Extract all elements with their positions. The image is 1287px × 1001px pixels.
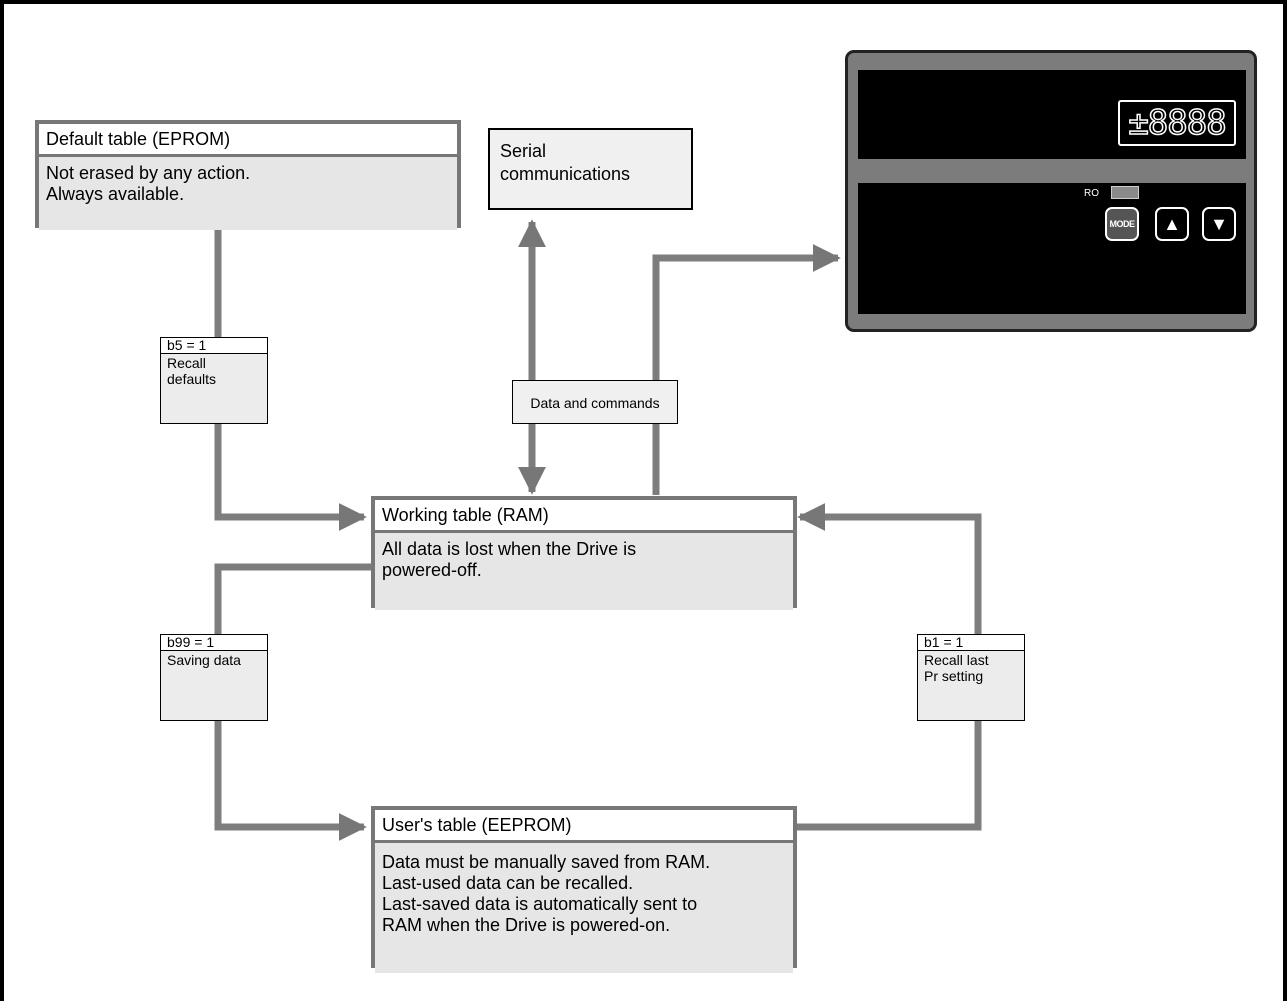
keypad-display: ±8888 RO MODE ▲ ▼ [845, 50, 1257, 332]
mode-button[interactable]: MODE [1105, 207, 1139, 241]
seven-segment-readout: ±8888 [1118, 100, 1236, 146]
default-table-line: Not erased by any action. [46, 163, 251, 183]
users-table-line: Last-used data can be recalled. [382, 873, 634, 893]
condition-b99-title: b99 = 1 [161, 635, 267, 651]
working-table-body: All data is lost when the Drive is power… [375, 533, 793, 610]
condition-b99-box: b99 = 1 Saving data [160, 634, 268, 721]
working-table-line: All data is lost when the Drive is [382, 539, 637, 559]
users-table-line: RAM when the Drive is powered-on. [382, 915, 671, 935]
condition-b1-body: Recall last Pr setting [918, 651, 1024, 685]
ro-indicator-led [1111, 186, 1139, 199]
users-table-title: User's table (EEPROM) [375, 810, 793, 843]
down-arrow-button[interactable]: ▼ [1202, 207, 1236, 241]
data-and-commands-label: Data and commands [512, 380, 678, 424]
condition-b1-title: b1 = 1 [918, 635, 1024, 651]
users-table-body: Data must be manually saved from RAM. La… [375, 843, 793, 973]
serial-communications-box: Serial communications [488, 128, 693, 210]
default-table-box: Default table (EPROM) Not erased by any … [35, 120, 461, 230]
serial-line: communications [500, 164, 631, 184]
arrow-working-to-display [652, 244, 841, 495]
ro-label: RO [1084, 188, 1099, 199]
users-table-line: Data must be manually saved from RAM. [382, 852, 711, 872]
keypad-panel [858, 183, 1246, 314]
display-window: ±8888 [858, 70, 1246, 159]
condition-b1-box: b1 = 1 Recall last Pr setting [917, 634, 1025, 721]
condition-b99-line: Saving data [167, 652, 241, 668]
condition-b5-body: Recall defaults [161, 354, 267, 388]
users-table-line: Last-saved data is automatically sent to [382, 894, 698, 914]
working-table-title: Working table (RAM) [375, 500, 793, 533]
default-table-title: Default table (EPROM) [39, 124, 457, 157]
working-table-box: Working table (RAM) All data is lost whe… [371, 496, 797, 610]
default-table-body: Not erased by any action. Always availab… [39, 157, 457, 230]
condition-b5-title: b5 = 1 [161, 338, 267, 354]
condition-b5-line: defaults [167, 371, 217, 387]
condition-b1-line: Recall last [924, 652, 989, 668]
users-table-box: User's table (EEPROM) Data must be manua… [371, 806, 797, 973]
serial-line: Serial [500, 141, 547, 161]
condition-b5-line: Recall [167, 355, 206, 371]
condition-b5-box: b5 = 1 Recall defaults [160, 337, 268, 424]
up-arrow-button[interactable]: ▲ [1155, 207, 1189, 241]
condition-b99-body: Saving data [161, 651, 267, 669]
arrow-default-to-working [214, 228, 367, 531]
working-table-line: powered-off. [382, 560, 482, 580]
condition-b1-line: Pr setting [924, 668, 984, 684]
default-table-line: Always available. [46, 184, 185, 204]
